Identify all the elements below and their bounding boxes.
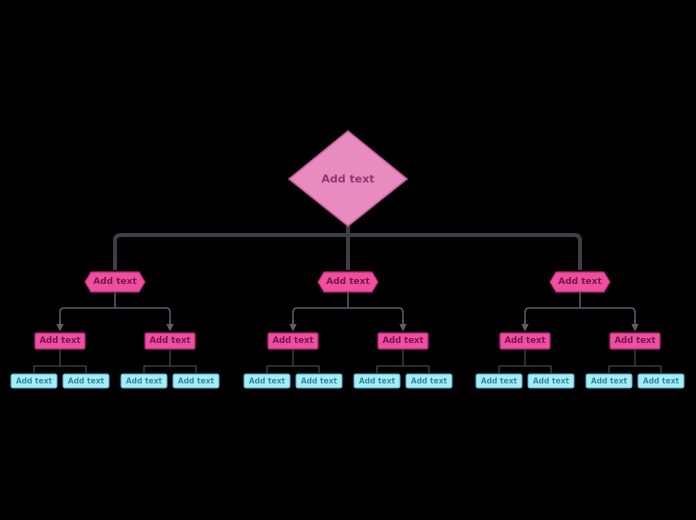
level1-node[interactable]: Add text bbox=[84, 271, 146, 293]
root-node[interactable]: Add text bbox=[287, 130, 409, 227]
level1-label: Add text bbox=[326, 277, 370, 287]
leaf-box bbox=[353, 373, 401, 389]
leaf-node[interactable]: Add text bbox=[120, 373, 168, 389]
root-diamond bbox=[287, 130, 409, 227]
leaf-label: Add text bbox=[533, 377, 570, 386]
leaf-node[interactable]: Add text bbox=[637, 373, 685, 389]
level2-box bbox=[377, 332, 429, 350]
leaf-connector bbox=[143, 349, 197, 373]
level2-node[interactable]: Add text bbox=[144, 332, 196, 350]
level1-hexagon bbox=[317, 271, 379, 293]
leaf-label: Add text bbox=[301, 377, 338, 386]
branch-connector bbox=[292, 292, 404, 330]
leaf-label: Add text bbox=[591, 377, 628, 386]
level1-hexagon bbox=[549, 271, 611, 293]
level2-node[interactable]: Add text bbox=[34, 332, 86, 350]
leaf-box bbox=[243, 373, 291, 389]
leaf-box bbox=[405, 373, 453, 389]
leaf-node[interactable]: Add text bbox=[243, 373, 291, 389]
leaf-connector bbox=[608, 349, 662, 373]
connector-lines bbox=[33, 226, 662, 373]
root-connector bbox=[113, 226, 582, 270]
level2-label: Add text bbox=[382, 336, 423, 346]
level2-box bbox=[267, 332, 319, 350]
leaf-node[interactable]: Add text bbox=[527, 373, 575, 389]
level2-box bbox=[609, 332, 661, 350]
branch-connector bbox=[59, 292, 171, 330]
level2-node[interactable]: Add text bbox=[609, 332, 661, 350]
leaf-box bbox=[475, 373, 523, 389]
leaf-connector bbox=[498, 349, 552, 373]
leaf-box bbox=[527, 373, 575, 389]
leaf-box bbox=[172, 373, 220, 389]
leaf-node[interactable]: Add text bbox=[585, 373, 633, 389]
leaf-label: Add text bbox=[178, 377, 215, 386]
level1-label: Add text bbox=[93, 277, 137, 287]
level2-label: Add text bbox=[614, 336, 655, 346]
level1-label: Add text bbox=[558, 277, 602, 287]
level2-label: Add text bbox=[272, 336, 313, 346]
leaf-node[interactable]: Add text bbox=[62, 373, 110, 389]
leaf-node[interactable]: Add text bbox=[172, 373, 220, 389]
level2-box bbox=[499, 332, 551, 350]
root-label: Add text bbox=[321, 173, 374, 186]
leaf-label: Add text bbox=[643, 377, 680, 386]
level2-label: Add text bbox=[149, 336, 190, 346]
level1-hexagon bbox=[84, 271, 146, 293]
level1-node[interactable]: Add text bbox=[317, 271, 379, 293]
leaf-connector bbox=[376, 349, 430, 373]
leaf-label: Add text bbox=[411, 377, 448, 386]
leaf-box bbox=[295, 373, 343, 389]
leaf-connector bbox=[266, 349, 320, 373]
level2-box bbox=[144, 332, 196, 350]
level2-label: Add text bbox=[504, 336, 545, 346]
leaf-label: Add text bbox=[126, 377, 163, 386]
level2-box bbox=[34, 332, 86, 350]
leaf-label: Add text bbox=[68, 377, 105, 386]
leaf-label: Add text bbox=[16, 377, 53, 386]
leaf-node[interactable]: Add text bbox=[405, 373, 453, 389]
leaf-box bbox=[637, 373, 685, 389]
leaf-label: Add text bbox=[359, 377, 396, 386]
level2-node[interactable]: Add text bbox=[499, 332, 551, 350]
level2-node[interactable]: Add text bbox=[267, 332, 319, 350]
level2-node[interactable]: Add text bbox=[377, 332, 429, 350]
leaf-connector bbox=[33, 349, 87, 373]
leaf-node[interactable]: Add text bbox=[353, 373, 401, 389]
leaf-label: Add text bbox=[249, 377, 286, 386]
leaf-box bbox=[120, 373, 168, 389]
leaf-label: Add text bbox=[481, 377, 518, 386]
leaf-box bbox=[62, 373, 110, 389]
level2-label: Add text bbox=[39, 336, 80, 346]
level1-node[interactable]: Add text bbox=[549, 271, 611, 293]
leaf-box bbox=[10, 373, 58, 389]
leaf-box bbox=[585, 373, 633, 389]
leaf-node[interactable]: Add text bbox=[475, 373, 523, 389]
leaf-node[interactable]: Add text bbox=[295, 373, 343, 389]
branch-connector bbox=[524, 292, 636, 330]
leaf-node[interactable]: Add text bbox=[10, 373, 58, 389]
